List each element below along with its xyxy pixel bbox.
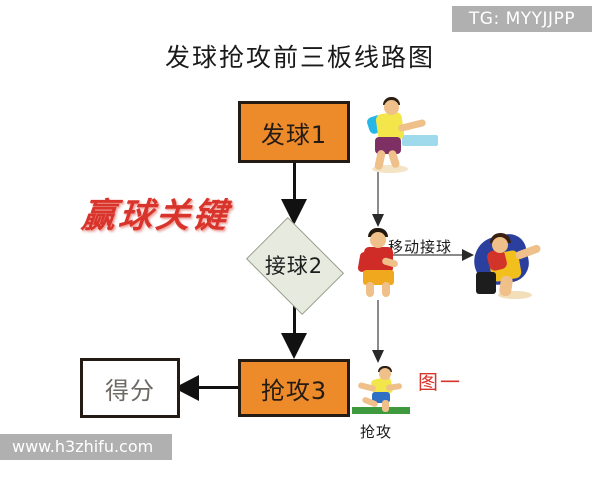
node-attack[interactable]: 抢攻3: [238, 359, 350, 417]
label-attack-photo: 抢攻: [360, 423, 393, 441]
connector-photo-receive-to-attack: [377, 300, 379, 356]
label-move-receive: 移动接球: [388, 238, 453, 256]
connector-attack-to-score: [196, 386, 241, 389]
player-returning-illustration: [468, 228, 548, 302]
table-surface-icon: [352, 407, 410, 414]
figure-shadow: [372, 165, 408, 173]
arrow-down-small-icon: [372, 214, 384, 227]
arrow-right-small-icon: [462, 249, 474, 261]
connector-serve-to-receive: [293, 163, 296, 201]
connector-move-receive: [389, 254, 465, 256]
tg-watermark-badge: TG: MYYJJPP: [452, 6, 592, 32]
table-surface-icon: [402, 135, 438, 146]
figure-arm: [385, 382, 403, 392]
figure-shadow: [498, 291, 532, 299]
node-score[interactable]: 得分: [80, 358, 180, 418]
site-watermark: www.h3zhifu.com: [0, 434, 172, 460]
figure-leg: [382, 400, 389, 412]
figure-head: [492, 237, 508, 253]
page-title: 发球抢攻前三板线路图: [164, 43, 435, 72]
paddle-icon: [476, 272, 496, 294]
figure-shorts: [363, 270, 394, 285]
arrow-down-small-icon: [372, 350, 384, 363]
node-serve[interactable]: 发球1: [238, 101, 350, 163]
highlight-calligraphy: 赢球关键: [79, 196, 232, 236]
figure-head: [384, 100, 399, 115]
figure-leg: [366, 282, 374, 297]
bottom-spacer: [0, 460, 600, 480]
figure-leg: [382, 282, 390, 297]
figure-shorts: [372, 392, 390, 403]
connector-receive-to-attack: [293, 305, 296, 335]
figure-head: [379, 368, 391, 380]
player-serving-illustration: [358, 92, 440, 174]
player-attacking-illustration: [350, 366, 412, 418]
arrow-down-icon: [281, 333, 307, 359]
figure-caption: 图一: [418, 370, 462, 394]
node-receive[interactable]: 接球2: [238, 216, 350, 316]
figure-head: [370, 232, 386, 248]
connector-photo-serve-to-receive: [377, 172, 379, 220]
player-receiving-illustration: [355, 226, 403, 300]
node-receive-label: 接球2: [264, 254, 324, 278]
